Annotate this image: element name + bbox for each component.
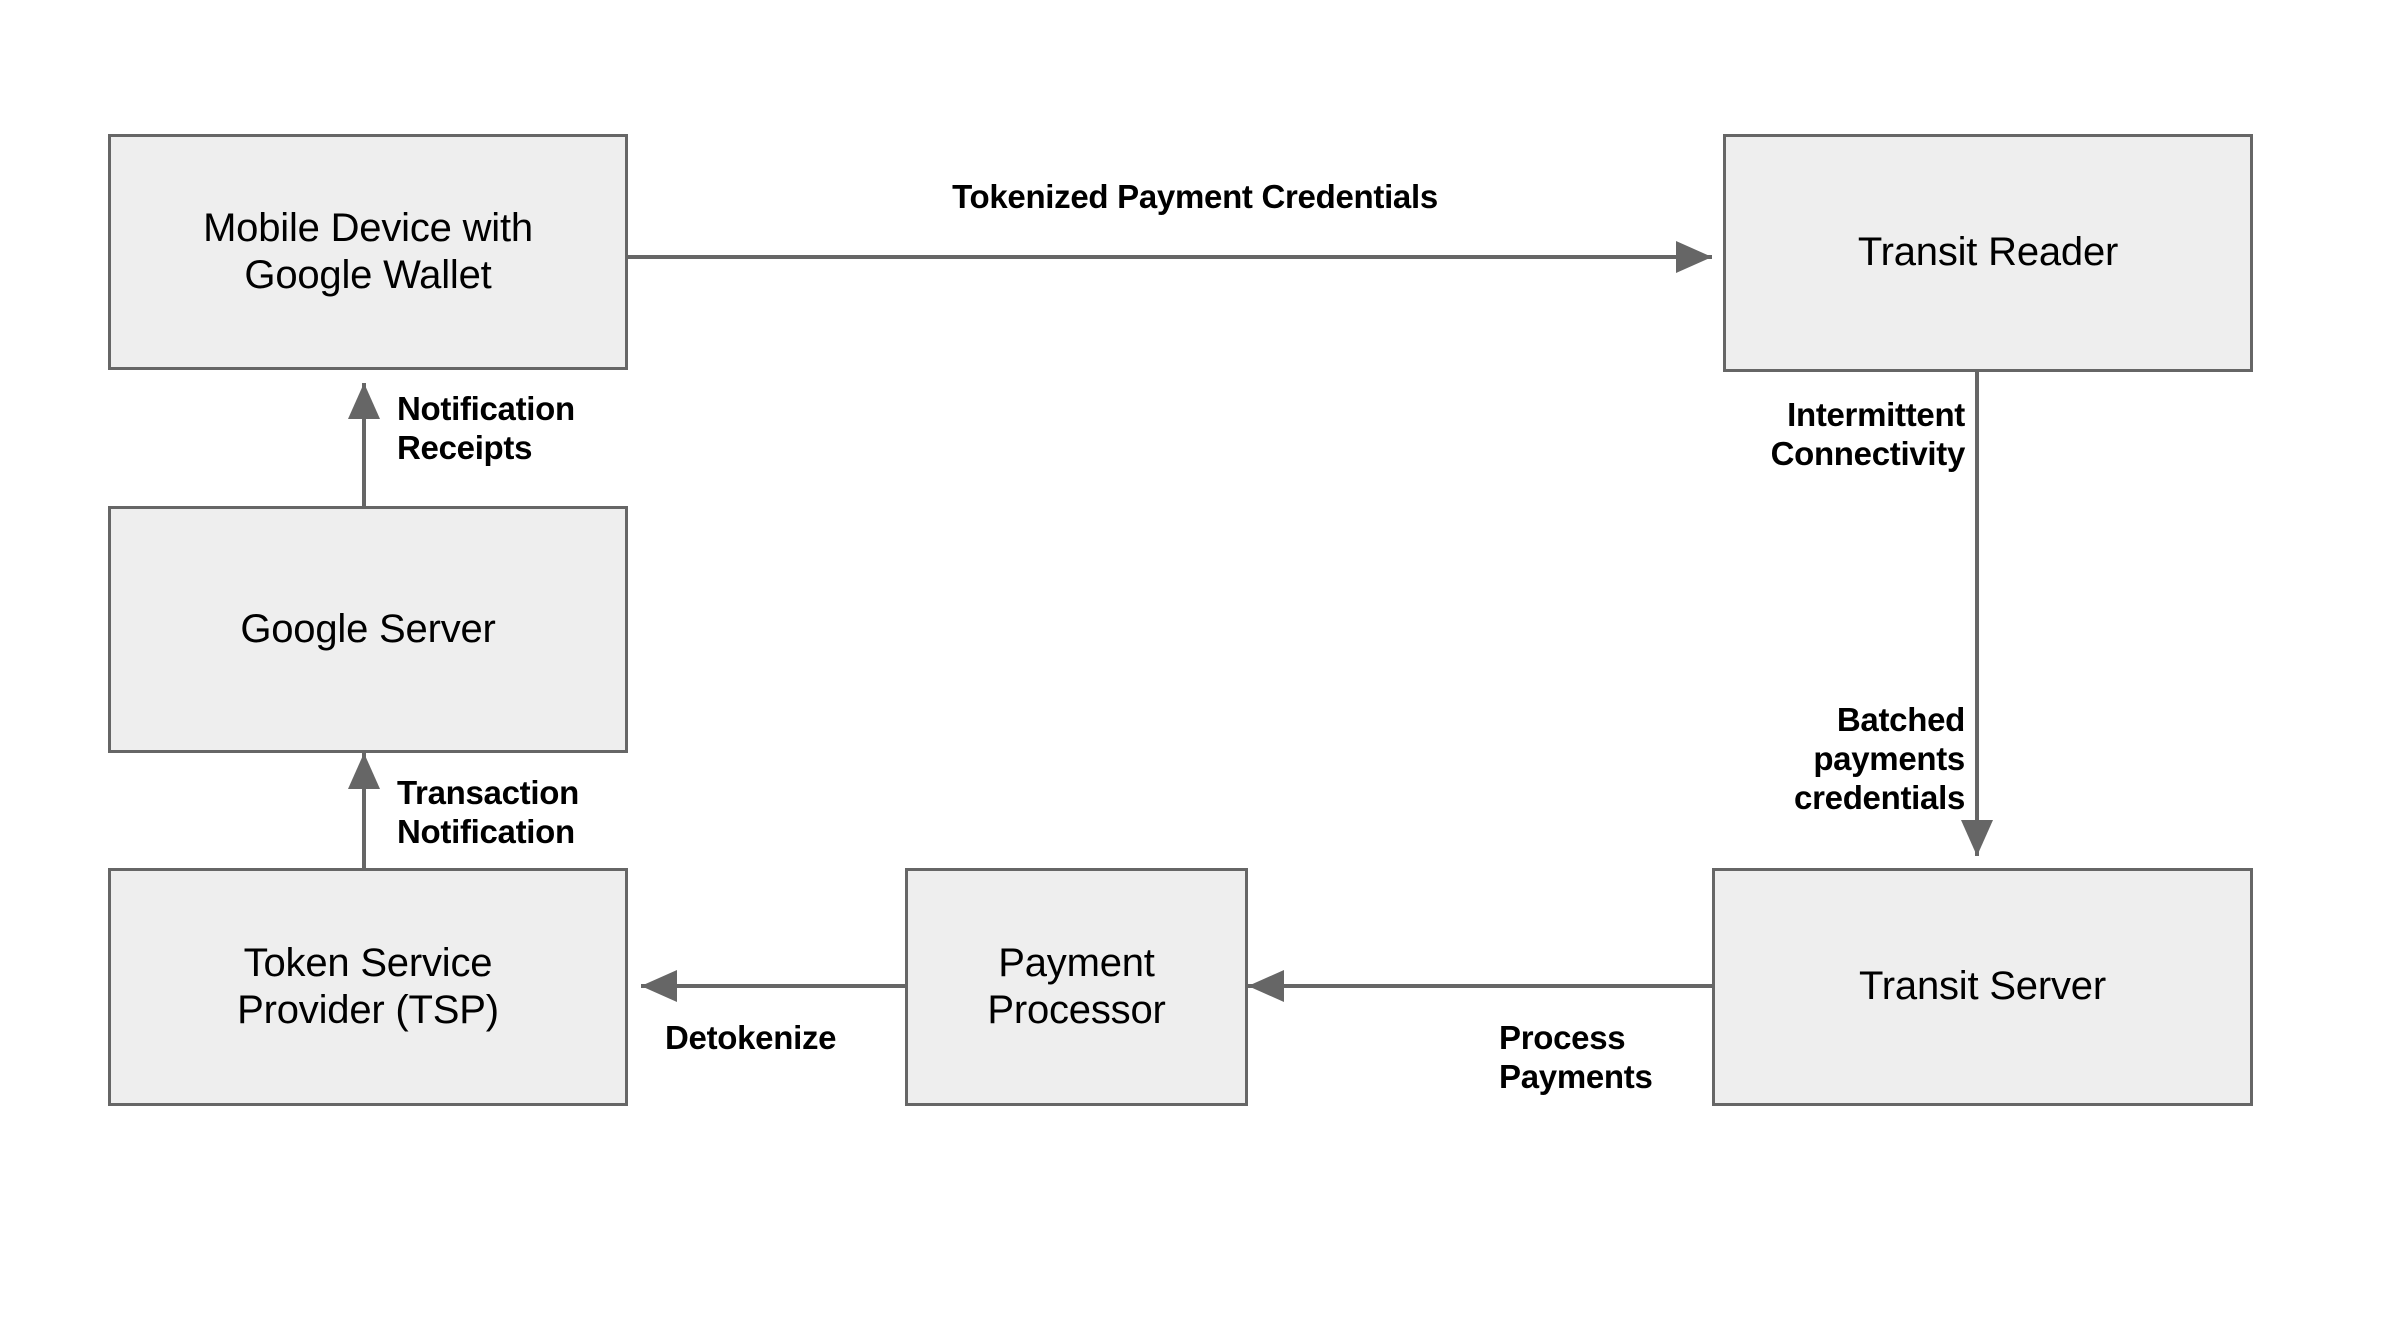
edge-label-intermittent-connectivity: Intermittent Connectivity (1770, 396, 1966, 472)
node-mobile-device[interactable]: Mobile Device with Google Wallet (108, 134, 628, 370)
edge-label-detokenize: Detokenize (665, 1019, 837, 1056)
node-token-service-provider[interactable]: Token Service Provider (TSP) (108, 868, 628, 1106)
node-transit-server-label: Transit Server (1859, 964, 2106, 1009)
edge-label-transaction-notification: Transaction Notification (397, 774, 579, 850)
node-transit-reader[interactable]: Transit Reader (1723, 134, 2253, 372)
node-transit-server[interactable]: Transit Server (1712, 868, 2253, 1106)
node-mobile-device-label: Mobile Device with Google Wallet (203, 205, 533, 297)
node-token-service-provider-label: Token Service Provider (TSP) (237, 940, 499, 1032)
edge-label-process-payments: Process Payments (1499, 1019, 1653, 1095)
node-payment-processor[interactable]: Payment Processor (905, 868, 1248, 1106)
edge-label-notification-receipts: Notification Receipts (397, 390, 575, 466)
node-transit-reader-label: Transit Reader (1857, 230, 2119, 275)
node-google-server-label: Google Server (240, 606, 496, 651)
node-google-server[interactable]: Google Server (108, 506, 628, 753)
node-payment-processor-label: Payment Processor (987, 940, 1166, 1032)
edge-label-tokenized-payment-credentials: Tokenized Payment Credentials (952, 178, 1438, 215)
edge-label-batched-payments-credentials: Batched payments credentials (1794, 701, 1965, 816)
